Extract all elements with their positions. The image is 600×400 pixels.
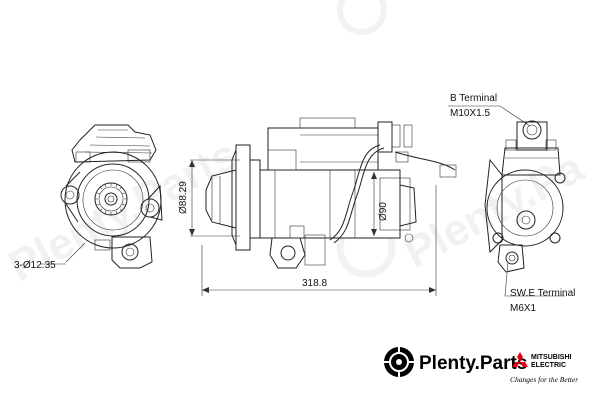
overall-length-label: 318.8 — [302, 278, 327, 289]
brand-name: Plenty.Parts — [419, 353, 527, 374]
rear-view — [448, 105, 566, 297]
swe-terminal-label: SW.E Terminal — [510, 288, 575, 299]
body-diameter-label: Ø90 — [378, 202, 389, 221]
mitsubishi-logo: MITSUBISHI ELECTRIC Changes for the Bett… — [510, 352, 578, 384]
front-view: 3-Ø12.35 — [14, 124, 163, 271]
slogan: Changes for the Better — [510, 375, 578, 384]
manufacturer-line2: ELECTRIC — [531, 362, 566, 369]
swe-terminal-thread: M6X1 — [510, 303, 537, 314]
b-terminal-label: B Terminal — [450, 93, 497, 104]
pinion-gear — [94, 182, 128, 216]
flange-diameter-label: Ø88.29 — [178, 181, 189, 214]
three-diamonds-icon — [512, 352, 528, 367]
manufacturer-line1: MITSUBISHI — [531, 354, 572, 361]
plenty-parts-logo: Plenty.Parts — [384, 347, 527, 377]
bolt-hole-callout: 3-Ø12.35 — [14, 260, 56, 271]
b-terminal-thread: M10X1.5 — [450, 108, 490, 119]
side-view: Ø88.29 Ø90 318.8 — [178, 117, 457, 296]
